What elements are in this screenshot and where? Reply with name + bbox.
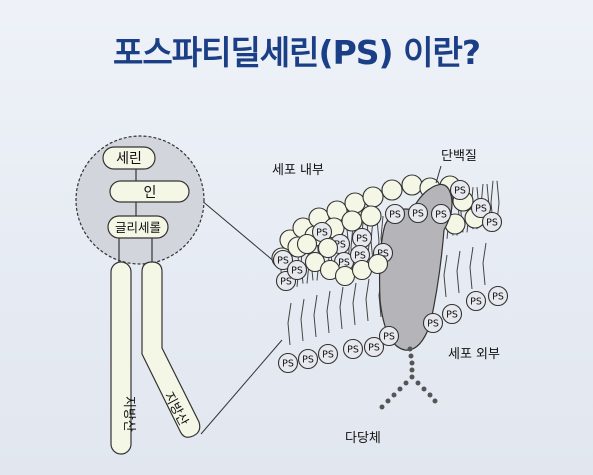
ps-label: PS [277,256,289,267]
ps-molecule: PS [317,343,339,365]
ps-label: PS [282,359,294,370]
ps-molecule: PS [297,348,319,370]
lipid-head [381,179,403,201]
lipid-head [360,205,382,227]
page-title: 포스파티딜세린(PS) 이란? [113,33,481,72]
ps-label: PS [435,210,447,221]
ps-label: PS [302,355,314,366]
cell-inside-label: 세포 내부 [272,163,324,178]
ps-molecule: PS [422,312,444,334]
phosphate-head [109,180,190,203]
ps-label: PS [446,310,458,321]
ps-label: PS [338,258,350,269]
lipid-tail [456,250,461,294]
ps-label: PS [334,240,346,251]
ps-label: PS [412,209,424,220]
lipid-tail [313,294,318,338]
ps-label: PS [454,186,466,197]
ps-molecule: PS [487,285,509,307]
lipid-tail [482,242,487,286]
glycerol-label: 글리세롤 [115,220,161,235]
lipid-head [401,174,423,196]
ps-molecule: PS [378,325,400,347]
ps-molecule: PS [384,203,406,225]
ps-molecule: PS [407,202,429,224]
lipid-head [296,233,318,255]
lipid-tail [339,286,344,330]
ps-molecule: PS [272,249,294,271]
protein-label: 단백질 [441,149,477,164]
ps-label: PS [354,251,366,262]
ps-molecule: PS [470,197,492,219]
phosphate-label: 인 [144,185,157,201]
ps-label: PS [347,345,359,356]
fatty-acid-tail-right [141,238,201,438]
ps-label: PS [492,292,504,303]
lipid-tail [326,290,331,334]
ps-label: PS [291,266,303,277]
ps-molecule: PS [342,338,364,360]
serine-head [102,146,156,170]
ps-label: PS [280,277,292,288]
lipid-head [341,210,363,232]
ps-label: PS [356,234,368,245]
ps-label: PS [368,343,380,354]
lipid-head [344,192,366,214]
fatty-acid-label-left: 지방산 [121,396,136,432]
ps-molecule: PS [363,336,385,358]
lipid-tail [300,298,305,342]
polysaccharide-label: 다당체 [345,431,381,446]
ps-label: PS [475,204,487,215]
ps-molecule: PS [441,303,463,325]
cell-outside-label: 세포 외부 [448,347,500,362]
lipid-tail [365,278,370,322]
ps-label: PS [316,228,328,239]
fatty-acid-tail-left [110,238,132,455]
ps-molecule: PS [465,290,487,312]
ps-molecule: PS [430,203,452,225]
lipid-tail [287,302,292,346]
ps-label: PS [383,332,395,343]
zoom-line-bottom [200,339,283,435]
glycerol-head [107,215,169,239]
lipid-tail [443,254,448,298]
polysaccharide-chain [379,346,438,410]
ps-molecule: PS [286,259,308,281]
ps-molecule: PS [481,211,503,233]
lipid-tail [469,246,474,290]
ps-label: PS [486,218,498,229]
lipid-head [317,237,339,259]
ps-label: PS [470,297,482,308]
lipid-head [362,186,384,208]
ps-molecule: PS [277,352,299,374]
ps-label: PS [377,249,389,260]
lipid-head [334,265,356,287]
ps-molecule: PS [449,179,471,201]
protein-pointer [435,165,442,184]
lipid-head [367,253,389,275]
ps-label: PS [322,350,334,361]
ps-label: PS [427,319,439,330]
serine-label: 세린 [116,151,142,167]
ps-label: PS [389,210,401,221]
ps-molecule: PS [351,227,373,249]
zoom-line-top [200,199,283,269]
lipid-tail [352,282,357,326]
